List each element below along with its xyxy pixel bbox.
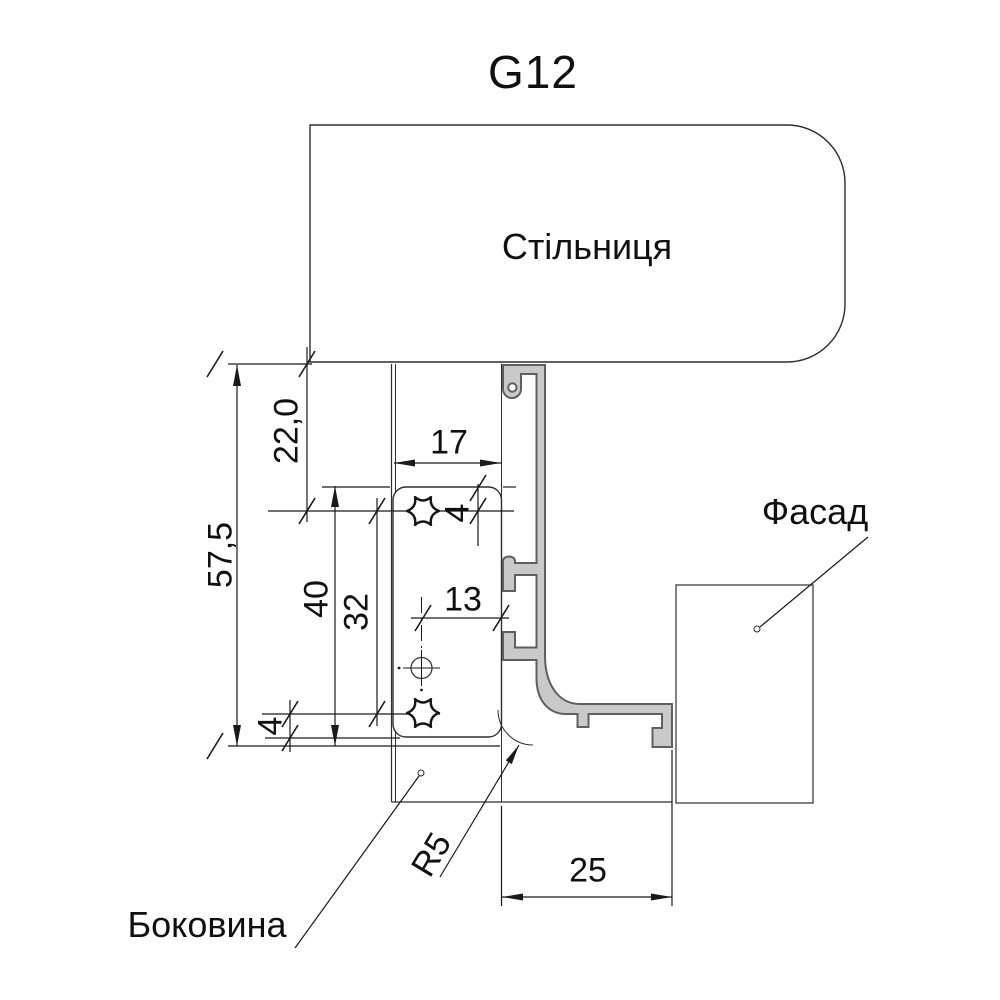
dim-screw-offset-bottom: 4 xyxy=(251,716,290,736)
torx-screw-top xyxy=(405,495,441,527)
side-panel-leader-dot xyxy=(417,769,425,777)
facade-leader-dot xyxy=(753,625,761,633)
dim-screw-offset-top: 4 xyxy=(438,503,477,523)
side-panel-label: Боковина xyxy=(127,904,287,945)
centerline-dot-left xyxy=(397,666,401,670)
facade-leader xyxy=(759,536,869,628)
dim-total-height: 57,5 xyxy=(201,521,240,589)
dim-bottom-depth: 25 xyxy=(569,851,607,890)
facade-label: Фасад xyxy=(761,491,869,532)
dim-bracket-height: 40 xyxy=(297,580,336,618)
tick-marks xyxy=(206,350,510,760)
countertop-label: Стільниця xyxy=(501,226,673,267)
facade-outline xyxy=(675,584,814,804)
dim-countertop-to-first-screw: 22,0 xyxy=(267,397,306,465)
bracket-plate xyxy=(392,486,503,738)
arrow-17-right xyxy=(480,459,501,467)
gola-profile-section xyxy=(502,364,673,748)
adjustment-hole xyxy=(410,656,433,680)
side-panel-leader xyxy=(294,775,420,949)
arrow-40-top xyxy=(331,486,339,507)
arrow-17-left xyxy=(394,459,415,467)
centerline-dot-bottom xyxy=(420,688,423,692)
torx-screw-bottom xyxy=(405,697,441,729)
drawing-title: G12 xyxy=(488,46,578,98)
r5-fillet-arc xyxy=(497,709,534,746)
dim-bracket-width: 17 xyxy=(430,423,468,462)
countertop-outline xyxy=(309,124,846,363)
arrow-57-5-bottom xyxy=(233,725,241,746)
r5-arrow xyxy=(505,745,519,764)
dim-screw-spacing: 32 xyxy=(337,593,376,631)
dim-hole-to-profile: 13 xyxy=(444,580,482,619)
arrow-25-right xyxy=(651,893,672,901)
arrow-40-bottom xyxy=(331,725,339,746)
arrow-25-left xyxy=(502,893,523,901)
arrow-57-5-top xyxy=(233,365,241,386)
r5-leader xyxy=(439,744,520,878)
